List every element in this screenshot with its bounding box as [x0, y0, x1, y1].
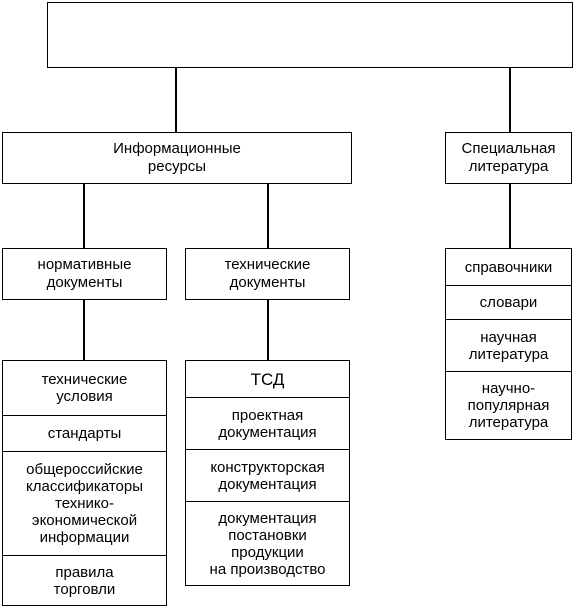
list-item-slovari: словари	[446, 285, 571, 319]
connector-info-to-normative	[83, 184, 85, 248]
connector-technical-to-list	[267, 300, 269, 360]
list-item-tsd: ТСД	[250, 369, 285, 389]
special-literature-list: справочники словари научная литература н…	[445, 248, 572, 440]
list-item-classifiers: общероссийские классификаторы технико- э…	[3, 451, 166, 555]
technical-docs-box: технические документы	[185, 248, 350, 300]
list-item-project-documentation: проектная документация	[186, 397, 349, 449]
connector-info-to-technical	[267, 184, 269, 248]
special-literature-box: Специальная литература	[445, 132, 572, 184]
normative-docs-list: технические условия стандарты общероссий…	[2, 360, 167, 606]
list-item-popular-science-literature: научно- популярная литература	[446, 371, 571, 439]
connector-root-to-info	[175, 68, 177, 132]
list-item-spravochniki: справочники	[464, 258, 553, 276]
list-item-standards: стандарты	[3, 415, 166, 451]
connector-root-to-special	[509, 68, 511, 132]
list-item-trade-rules: правила торговли	[3, 555, 166, 605]
list-item-scientific-literature: научная литература	[446, 319, 571, 371]
connector-special-to-list	[509, 184, 511, 248]
technical-docs-list: ТСД проектная документация конструкторск…	[185, 360, 350, 586]
root-box	[47, 2, 573, 68]
list-item-technical-conditions: технические условия	[41, 371, 128, 405]
list-item-design-documentation: конструкторская документация	[186, 449, 349, 501]
info-resources-box: Информационные ресурсы	[2, 132, 352, 184]
connector-normative-to-list	[83, 300, 85, 360]
list-item-production-documentation: документация постановки продукции на про…	[186, 501, 349, 585]
normative-docs-box: нормативные документы	[2, 248, 167, 300]
